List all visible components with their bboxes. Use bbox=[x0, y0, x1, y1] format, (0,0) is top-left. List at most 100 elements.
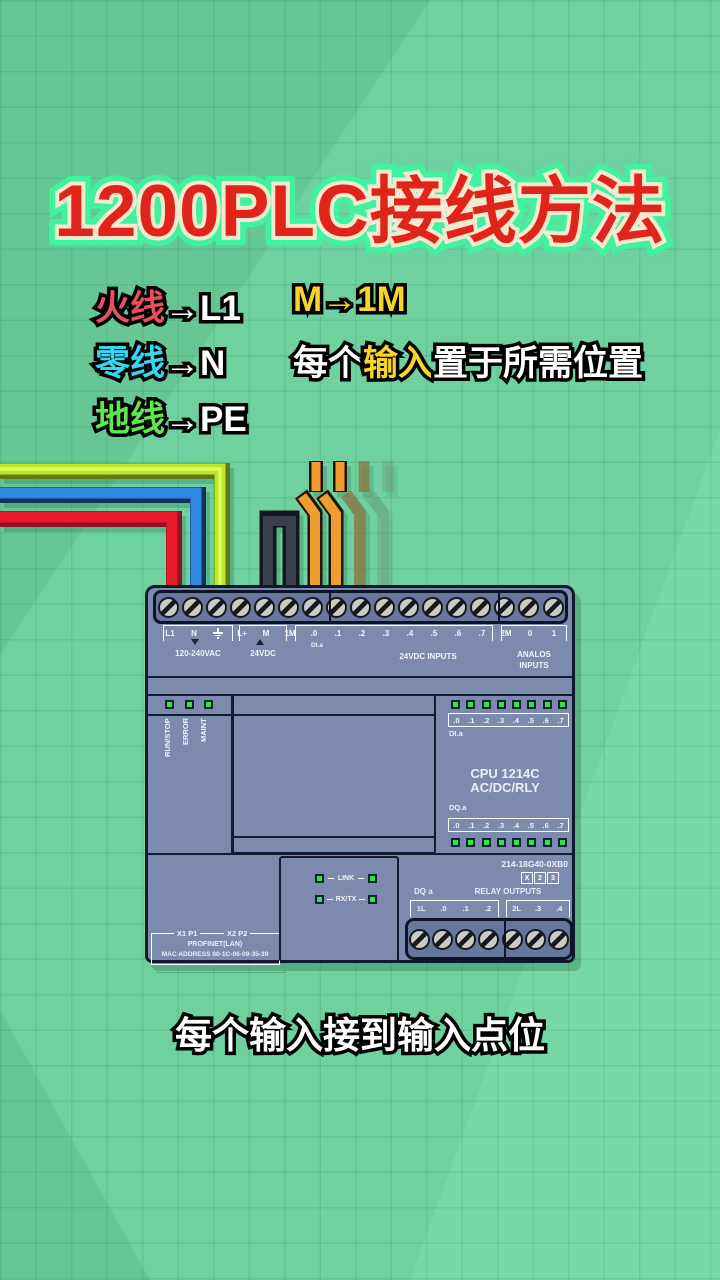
di-led bbox=[466, 700, 476, 709]
legend-m-jumper-text: M→1M bbox=[293, 280, 406, 320]
di-led bbox=[496, 700, 506, 709]
di-led bbox=[542, 700, 552, 709]
dq-label: DQ.a bbox=[449, 803, 467, 812]
screw-head bbox=[455, 928, 477, 950]
dq-bit-label: .7 bbox=[557, 820, 564, 830]
screw-head bbox=[518, 596, 540, 618]
order-code: 214-18G40-0XB0 bbox=[501, 859, 568, 869]
di-led bbox=[527, 700, 537, 709]
relay-terminal-label: .4 bbox=[556, 904, 563, 913]
relay-terminal-label: 1L bbox=[416, 904, 426, 913]
screw-terminal bbox=[517, 596, 541, 618]
dq-led bbox=[481, 838, 491, 847]
screw-terminal bbox=[156, 596, 180, 618]
center-access-door bbox=[232, 694, 436, 854]
relay-labels-1: 1L.0.1.2 bbox=[410, 902, 499, 915]
dq-bit-label: .3 bbox=[497, 820, 505, 830]
relay-terminal-label: .2 bbox=[484, 904, 491, 913]
screw-terminal bbox=[324, 596, 348, 618]
rxtx-led-right bbox=[368, 895, 377, 904]
screw-terminal bbox=[541, 596, 565, 618]
rxtx-led-left bbox=[315, 895, 324, 904]
screw-head bbox=[446, 596, 468, 618]
screw-terminal bbox=[454, 928, 477, 950]
di-bit-label: .2 bbox=[483, 715, 490, 725]
screw-terminal bbox=[397, 596, 421, 618]
link-dash bbox=[358, 877, 365, 880]
screw-head bbox=[398, 596, 420, 618]
screw-head bbox=[253, 596, 275, 618]
legend-m-jumper: M→1M bbox=[293, 280, 406, 324]
dq-bit-labels: .0.1.2.3.4.5.6.7 bbox=[448, 818, 569, 832]
screw-head bbox=[157, 596, 179, 618]
relay-bracket-1 bbox=[410, 900, 499, 917]
terminal-label: L+ bbox=[237, 628, 247, 638]
dq-led bbox=[557, 838, 567, 847]
screw-head bbox=[350, 596, 372, 618]
relay-terminal-strip bbox=[405, 918, 573, 960]
legend-neutral-wire: 零线→N bbox=[95, 335, 226, 386]
rxtx-dash bbox=[326, 898, 333, 901]
dq-bit-label: .0 bbox=[453, 820, 460, 830]
screw-terminal bbox=[477, 928, 500, 950]
screw-head bbox=[547, 928, 569, 950]
screw-head bbox=[432, 928, 454, 950]
legend-earth-term: 地线 bbox=[95, 391, 165, 442]
terminal-label: 0 bbox=[527, 628, 533, 638]
earth-ground-icon bbox=[206, 627, 230, 639]
screw-head bbox=[205, 596, 227, 618]
inputs-caption: 24VDC INPUTS bbox=[399, 652, 457, 661]
legend-input-pre: 每个 bbox=[293, 335, 363, 386]
terminal-label: .4 bbox=[406, 628, 414, 638]
rxtx-label: RX/TX bbox=[335, 896, 357, 903]
legend-live-wire: 火线→L1 bbox=[95, 280, 241, 331]
di-led-row bbox=[451, 700, 567, 709]
status-led bbox=[165, 700, 174, 709]
input-wire-4-ghost bbox=[364, 461, 394, 600]
screw-terminal bbox=[421, 596, 445, 618]
terminal-label: .5 bbox=[430, 628, 438, 638]
di-bit-label: .6 bbox=[542, 715, 549, 725]
status-led-row bbox=[165, 700, 213, 709]
terminal-label: 1M bbox=[284, 628, 296, 638]
di-bit-label: .4 bbox=[512, 715, 520, 725]
terminal-label: L1 bbox=[165, 628, 175, 638]
screw-head bbox=[301, 596, 323, 618]
relay-terminal-label: .3 bbox=[534, 904, 542, 913]
link-led-left bbox=[315, 874, 324, 883]
terminal-label: .6 bbox=[454, 628, 462, 638]
legend-earth-map: →PE bbox=[165, 400, 247, 440]
earth-wire-core bbox=[0, 467, 222, 600]
terminal-label: M bbox=[262, 628, 270, 638]
dq-bit-label: .6 bbox=[542, 820, 549, 830]
legend-live-map: →L1 bbox=[165, 289, 241, 329]
status-led-label: ERROR bbox=[181, 718, 190, 746]
di-bit-label: .1 bbox=[468, 715, 475, 725]
dq-bit-label: .4 bbox=[512, 820, 520, 830]
link-led-row: LINK bbox=[315, 874, 377, 883]
di-label: DI.a bbox=[449, 729, 463, 738]
dq-bit-label: .2 bbox=[483, 820, 490, 830]
screw-terminal bbox=[300, 596, 324, 618]
di-bit-label: .3 bbox=[497, 715, 505, 725]
screw-terminal bbox=[501, 928, 524, 950]
port2-label: X2 P2 bbox=[224, 929, 251, 938]
screw-terminal bbox=[180, 596, 204, 618]
di-led bbox=[512, 700, 522, 709]
rxtx-led-row: RX/TX bbox=[315, 895, 377, 904]
screw-terminal bbox=[408, 928, 431, 950]
screw-head bbox=[325, 596, 347, 618]
memory-card-door bbox=[279, 856, 399, 962]
profinet-port-box: X1 P1 X2 P2 PROFINET(LAN) MAC ADDRESS 00… bbox=[151, 929, 280, 965]
status-led bbox=[184, 700, 194, 709]
screw-head bbox=[409, 928, 431, 950]
relay-terminal-label: .0 bbox=[440, 904, 447, 913]
dc-caption: 24VDC bbox=[250, 649, 276, 658]
screw-terminal bbox=[276, 596, 300, 618]
relay-bracket-2 bbox=[506, 900, 570, 917]
terminal-label: 2M bbox=[500, 628, 512, 638]
legend-live-term: 火线 bbox=[95, 280, 165, 331]
screw-terminal bbox=[373, 596, 397, 618]
screw-terminal bbox=[469, 596, 493, 618]
